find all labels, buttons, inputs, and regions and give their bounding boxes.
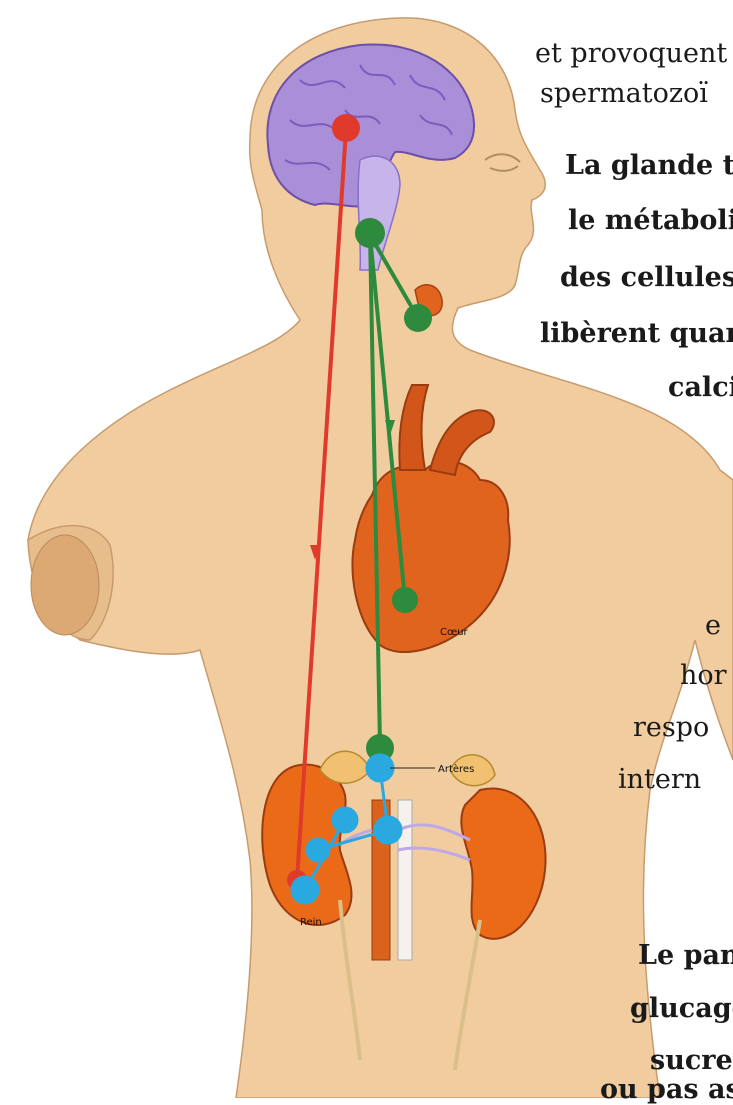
text-line-7: calci	[668, 372, 733, 403]
text-line-12: Le pan	[638, 940, 733, 971]
text-line-3: La glande th	[565, 150, 733, 181]
kidney-label: Rein	[300, 917, 322, 928]
text-line-8: e	[705, 610, 721, 641]
arteries-label: Artères	[438, 763, 474, 775]
pituitary-node	[355, 218, 385, 248]
text-line-2: spermatozoï	[540, 78, 708, 109]
heart-label: Cœur	[440, 627, 469, 638]
text-line-15: ou pas ass	[600, 1074, 733, 1105]
text-line-5: des cellules	[560, 262, 733, 293]
heart-node	[392, 587, 418, 613]
text-line-14: sucre c	[650, 1045, 733, 1076]
text-line-6: libèrent quar	[540, 318, 733, 349]
text-line-1: et provoquent	[535, 38, 727, 69]
text-line-4: le métaboli	[568, 205, 733, 236]
hypothalamus-node	[332, 114, 360, 142]
text-line-10: respo	[633, 712, 709, 743]
thyroid-node	[404, 304, 432, 332]
arm-stub-cut	[31, 535, 99, 635]
text-line-13: glucago	[630, 993, 733, 1024]
text-line-11: intern	[618, 764, 701, 795]
text-line-9: hor	[680, 660, 727, 691]
